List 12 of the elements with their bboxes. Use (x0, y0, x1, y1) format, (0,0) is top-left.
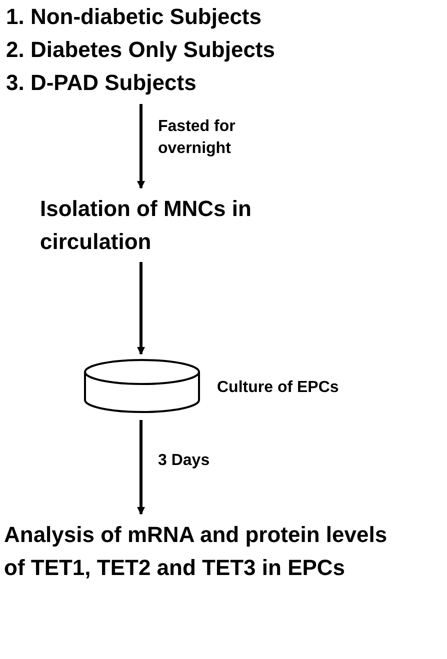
step-text: 2. Diabetes Only Subjects (6, 36, 276, 64)
edge-label: Fasted for overnight (158, 117, 236, 159)
arrow (137, 104, 145, 189)
step-text: 1. Non-diabetic Subjects (6, 3, 262, 31)
culture-dish (83, 358, 201, 416)
arrow (137, 420, 145, 515)
step-text: Isolation of MNCs in circulation (40, 195, 252, 256)
step-text: 3. D-PAD Subjects (6, 69, 198, 97)
step-caption: Culture of EPCs (217, 378, 339, 398)
edge-label: 3 Days (158, 451, 211, 471)
arrow (137, 262, 145, 355)
step-text: Analysis of mRNA and protein levels of TET1, TET2 and TET3 in EPCs (4, 521, 388, 582)
